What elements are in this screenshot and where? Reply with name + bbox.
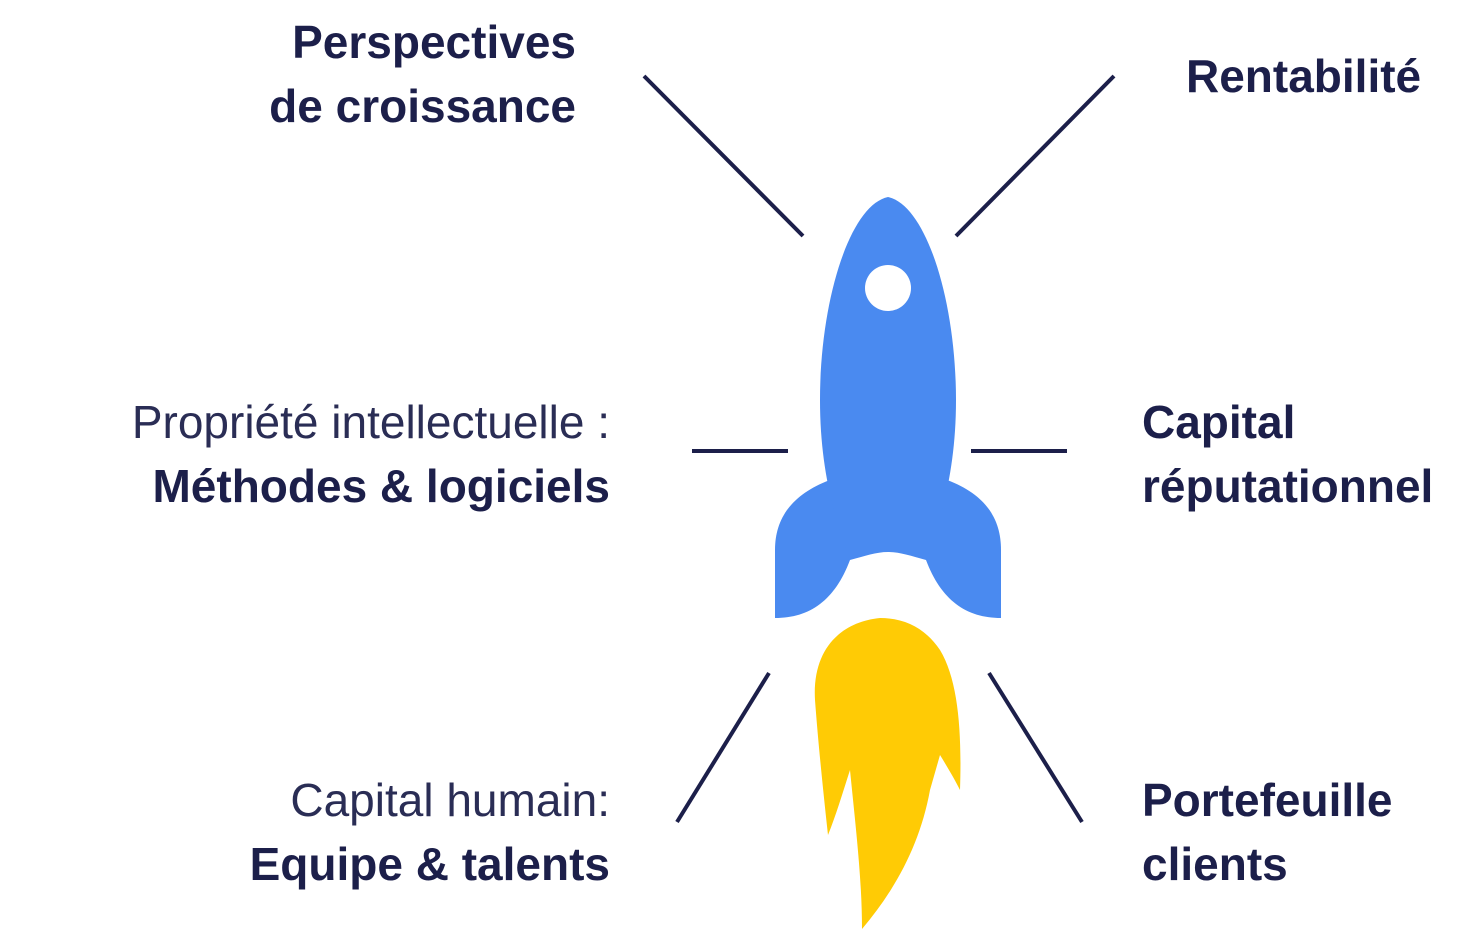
- label-growth: Perspectives de croissance: [269, 10, 576, 138]
- label-reputation: Capital réputationnel: [1142, 390, 1433, 518]
- rocket-left-fin: [775, 480, 855, 618]
- connector-human: [675, 671, 771, 824]
- label-growth-line1: Perspectives: [292, 16, 576, 68]
- label-clients-line2: clients: [1142, 838, 1288, 890]
- connector-growth: [642, 74, 805, 238]
- label-clients: Portefeuille clients: [1142, 768, 1393, 896]
- label-clients-line1: Portefeuille: [1142, 774, 1393, 826]
- rocket-icon: [775, 197, 1001, 618]
- rocket-right-fin: [921, 480, 1001, 618]
- label-reputation-line2: réputationnel: [1142, 460, 1434, 512]
- label-human-line1: Capital humain:: [290, 774, 610, 826]
- label-human-line2: Equipe & talents: [249, 838, 610, 890]
- label-reputation-line1: Capital: [1142, 396, 1296, 448]
- rocket-body: [820, 197, 956, 560]
- label-ip-line2: Méthodes & logiciels: [152, 460, 610, 512]
- label-profitability-line1: Rentabilité: [1186, 50, 1422, 102]
- label-ip: Propriété intellectuelle : Méthodes & lo…: [132, 390, 610, 518]
- label-ip-line1: Propriété intellectuelle :: [131, 396, 610, 448]
- flame-icon: [814, 618, 961, 929]
- label-profitability: Rentabilité: [1186, 44, 1421, 108]
- rocket-window: [865, 265, 911, 311]
- connector-clients: [987, 671, 1084, 824]
- connector-profitability: [954, 74, 1116, 238]
- connectors: [642, 74, 1116, 824]
- label-growth-line2: de croissance: [269, 80, 576, 132]
- label-human: Capital humain: Equipe & talents: [250, 768, 610, 896]
